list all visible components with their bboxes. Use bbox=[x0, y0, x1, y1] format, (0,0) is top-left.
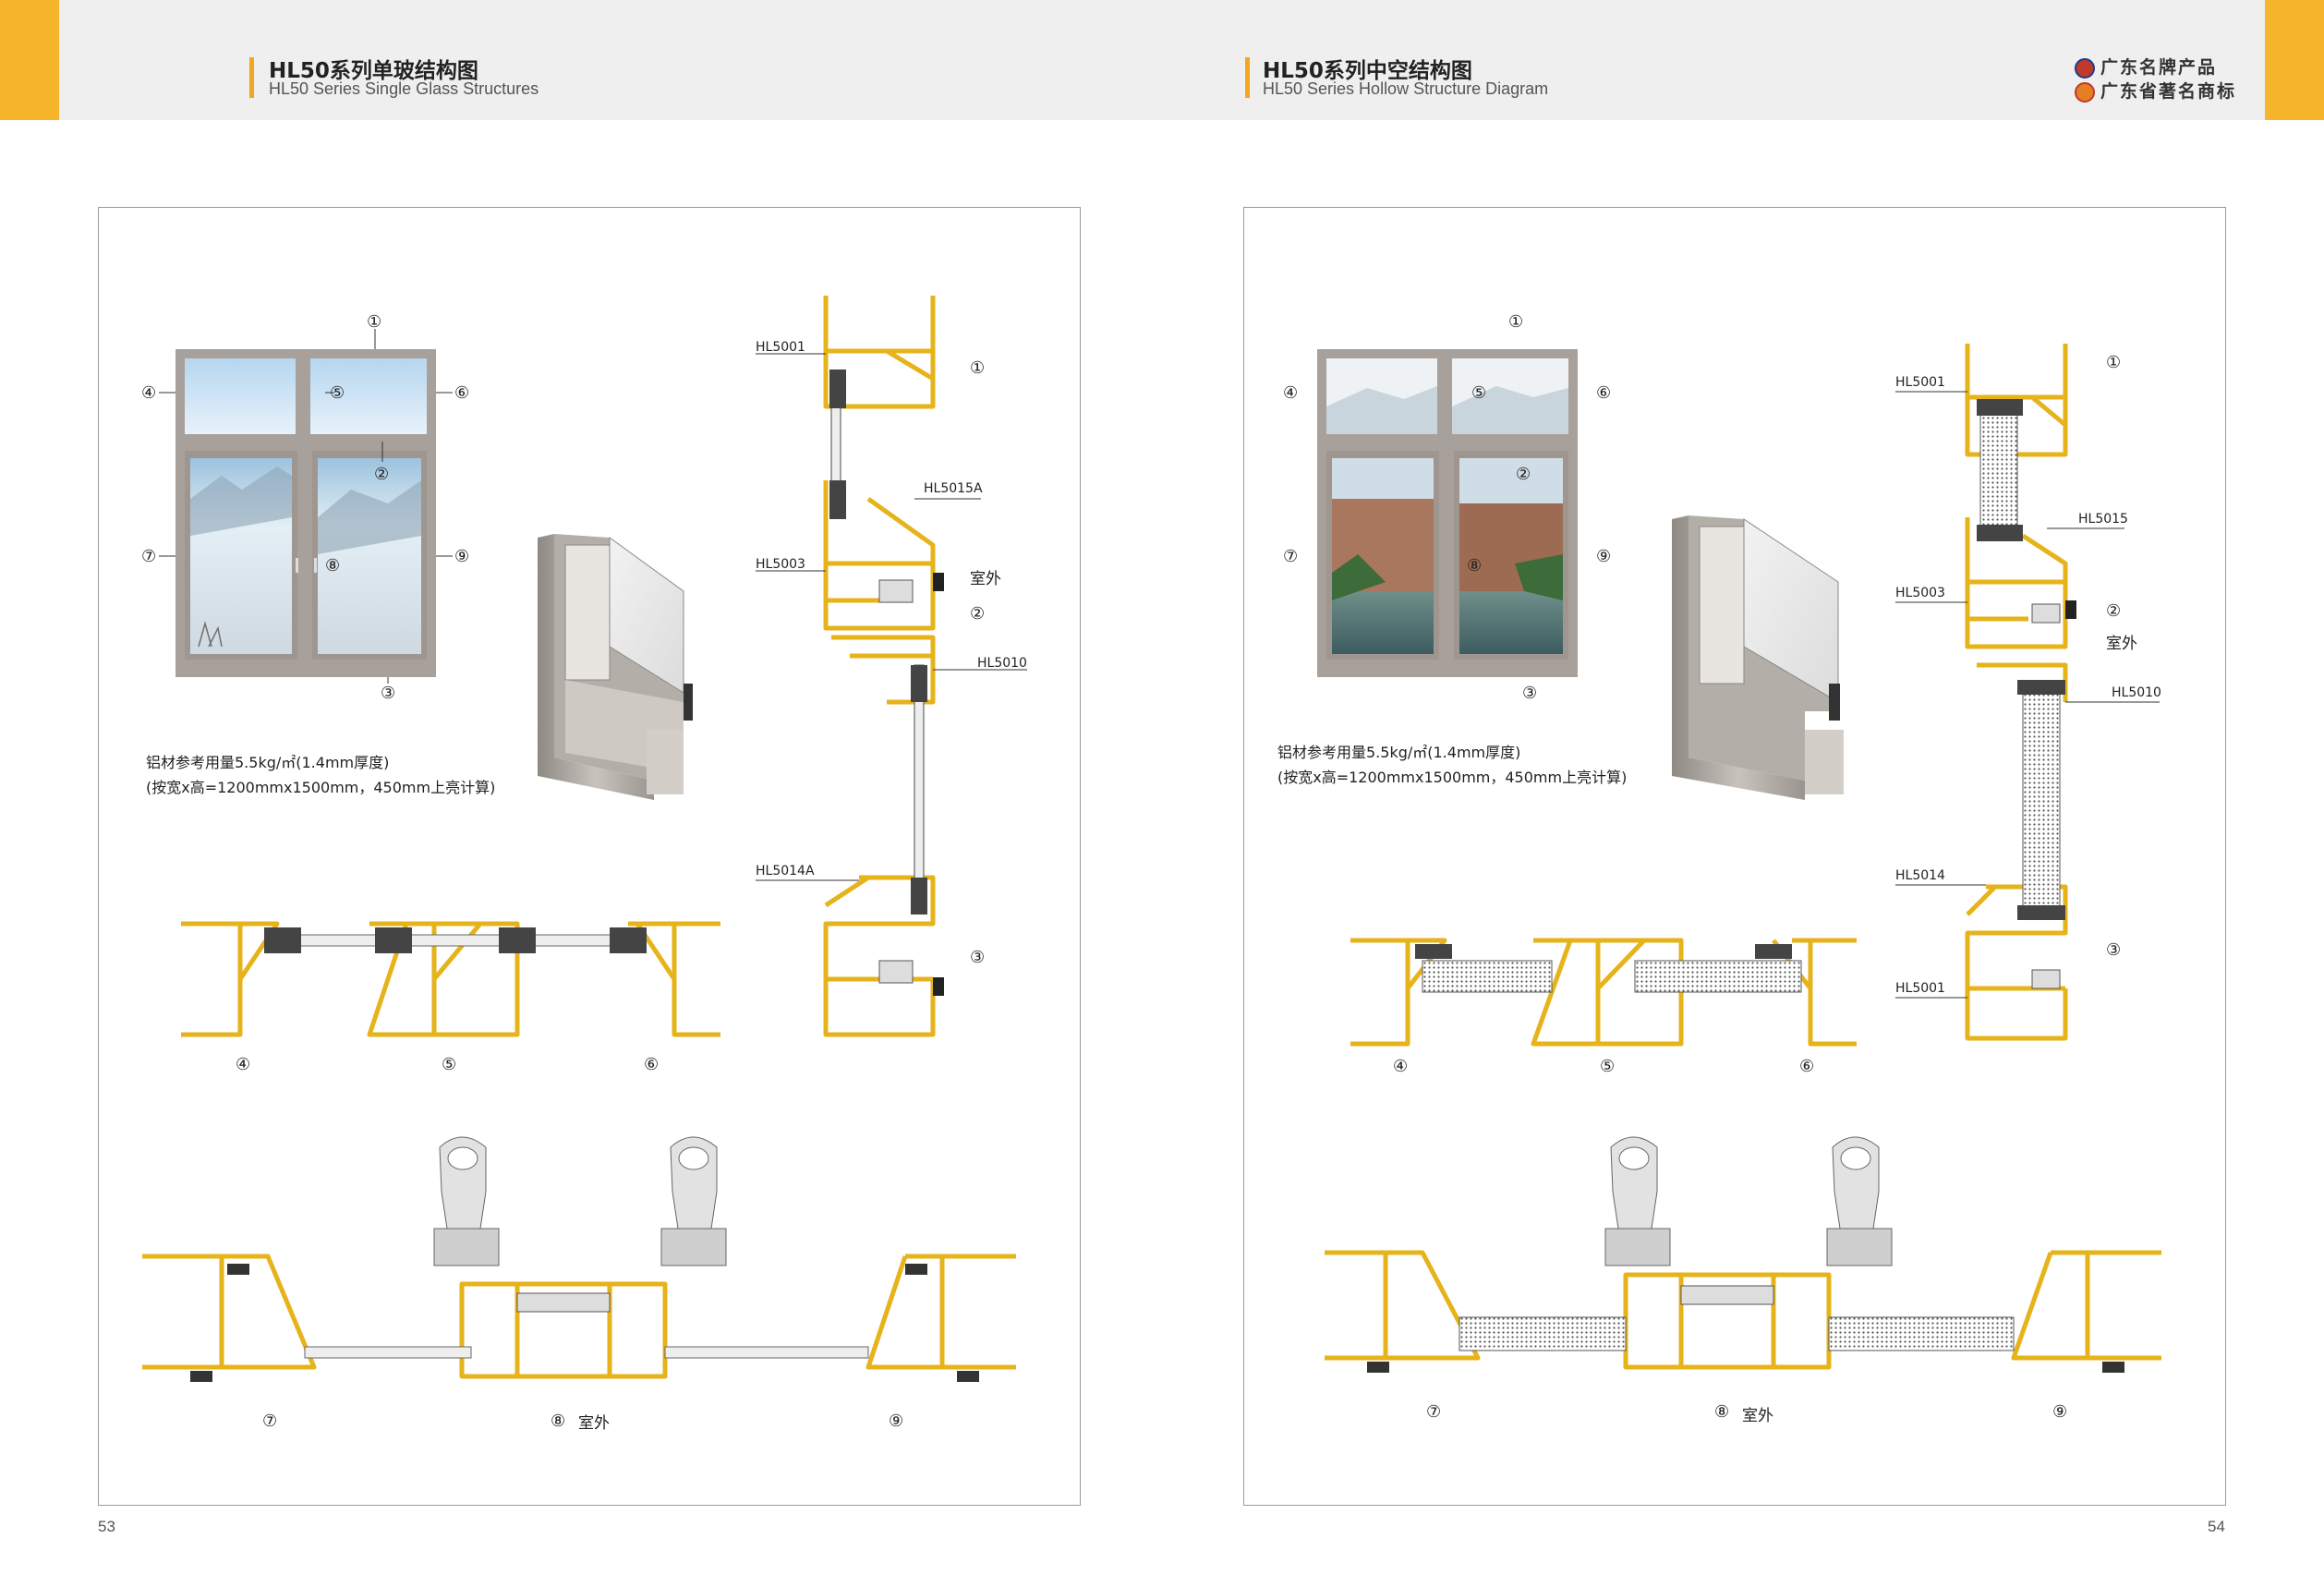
label-8: ⑧ bbox=[1714, 1402, 1729, 1422]
right-handles bbox=[1604, 1136, 1893, 1266]
left-accent-tab bbox=[0, 0, 59, 120]
left-section-789 bbox=[142, 1254, 1016, 1379]
label-9: ⑨ bbox=[454, 547, 469, 566]
part-label: HL5003 bbox=[756, 557, 805, 572]
part-label: HL5010 bbox=[2112, 685, 2161, 700]
trademark-seal-icon bbox=[2075, 81, 2095, 103]
left-handles bbox=[433, 1136, 727, 1266]
label-3: ③ bbox=[2106, 940, 2121, 960]
part-label: HL5014 bbox=[1895, 868, 1945, 883]
brand-badge-2-text: 广东省著名商标 bbox=[2100, 81, 2237, 102]
label-8: ⑧ bbox=[551, 1411, 565, 1431]
part-label: HL5001 bbox=[1895, 981, 1945, 996]
right-title-cn: HL50系列中空结构图 bbox=[1263, 59, 1472, 83]
label-5: ⑤ bbox=[1471, 383, 1486, 403]
page-number-right: 54 bbox=[2208, 1518, 2225, 1535]
label-5: ⑤ bbox=[330, 383, 345, 403]
label-9: ⑨ bbox=[1596, 547, 1611, 566]
label-2: ② bbox=[970, 604, 985, 624]
right-corner-sample bbox=[1672, 515, 1844, 800]
circled-number-labels: ① ④ ⑤ ⑥ ② ⑦ ⑧ ⑨ ③ ① ② ③ ④ ⑤ ⑥ ⑦ ⑧ ⑨ ① ④ … bbox=[141, 312, 2121, 1431]
left-corner-sample bbox=[538, 534, 693, 800]
brand-seal-icon bbox=[2075, 57, 2095, 79]
label-1: ① bbox=[1508, 312, 1523, 332]
part-label: HL5010 bbox=[977, 656, 1027, 671]
brand-badge-2: 广东省著名商标 bbox=[2075, 78, 2236, 103]
page-number-left: 53 bbox=[98, 1518, 115, 1535]
right-section-456-glass bbox=[1415, 944, 1802, 993]
part-code-labels: HL5001 HL5015A HL5003 HL5010 HL5014A HL5… bbox=[756, 340, 2161, 996]
part-label: HL5001 bbox=[1895, 375, 1945, 390]
left-section-789-glass bbox=[190, 1264, 979, 1382]
left-section-456 bbox=[181, 921, 720, 1037]
label-9: ⑨ bbox=[2052, 1402, 2067, 1422]
label-4: ④ bbox=[1283, 383, 1298, 403]
header-band bbox=[0, 0, 2324, 120]
right-section-789-glass bbox=[1367, 1285, 2124, 1373]
label-5: ⑤ bbox=[442, 1055, 456, 1074]
label-7: ⑦ bbox=[141, 547, 156, 566]
outdoor-label: 室外 bbox=[970, 570, 1001, 588]
label-4: ④ bbox=[141, 383, 156, 403]
label-1: ① bbox=[367, 312, 381, 332]
right-accent-tab bbox=[2265, 0, 2324, 120]
left-vertical-section bbox=[823, 296, 936, 1037]
part-label: HL5015 bbox=[2078, 512, 2128, 527]
left-title-en: HL50 Series Single Glass Structures bbox=[269, 79, 539, 98]
label-4: ④ bbox=[1393, 1057, 1408, 1076]
right-title-marker bbox=[1245, 57, 1250, 98]
label-5: ⑤ bbox=[1600, 1057, 1615, 1076]
label-6: ⑥ bbox=[454, 383, 469, 403]
left-title-marker bbox=[249, 57, 254, 98]
label-8: ⑧ bbox=[1467, 556, 1482, 575]
label-7: ⑦ bbox=[1283, 547, 1298, 566]
label-9: ⑨ bbox=[889, 1411, 903, 1431]
label-7: ⑦ bbox=[1426, 1402, 1441, 1422]
left-window-elevation bbox=[176, 349, 436, 677]
label-3: ③ bbox=[381, 684, 395, 703]
right-section-leaders bbox=[1895, 391, 2160, 999]
right-window-elevation bbox=[1317, 349, 1578, 677]
right-title-en: HL50 Series Hollow Structure Diagram bbox=[1263, 79, 1549, 98]
left-section-leaders bbox=[756, 353, 1027, 881]
left-section-glass bbox=[829, 369, 944, 996]
label-3: ③ bbox=[970, 948, 985, 967]
outdoor-label: 室外 bbox=[578, 1414, 610, 1433]
right-note-line2: (按宽x高=1200mmx1500mm，450mm上亮计算) bbox=[1277, 769, 1628, 786]
label-4: ④ bbox=[236, 1055, 250, 1074]
label-7: ⑦ bbox=[262, 1411, 277, 1431]
left-title-cn: HL50系列单玻结构图 bbox=[269, 59, 478, 83]
part-label: HL5001 bbox=[756, 340, 805, 355]
label-6: ⑥ bbox=[644, 1055, 659, 1074]
left-note-line1: 铝材参考用量5.5kg/㎡(1.4mm厚度) bbox=[146, 754, 390, 771]
label-2: ② bbox=[374, 465, 389, 484]
label-6: ⑥ bbox=[1799, 1057, 1814, 1076]
brand-badge-1-text: 广东名牌产品 bbox=[2100, 57, 2218, 78]
right-note-line1: 铝材参考用量5.5kg/㎡(1.4mm厚度) bbox=[1277, 744, 1521, 761]
outdoor-labels: 室外 室外 室外 室外 bbox=[578, 570, 2137, 1433]
left-section-456-glass bbox=[264, 927, 647, 953]
label-1: ① bbox=[970, 358, 985, 378]
right-section-insulated-glass bbox=[1977, 399, 2076, 989]
part-label: HL5003 bbox=[1895, 586, 1945, 600]
left-material-note: 铝材参考用量5.5kg/㎡(1.4mm厚度) (按宽x高=1200mmx1500… bbox=[146, 750, 495, 800]
part-label: HL5014A bbox=[756, 864, 815, 878]
label-2: ② bbox=[1516, 465, 1531, 484]
left-note-line2: (按宽x高=1200mmx1500mm，450mm上亮计算) bbox=[146, 779, 496, 796]
left-elevation-callouts bbox=[159, 329, 453, 684]
outdoor-label: 室外 bbox=[1742, 1407, 1773, 1425]
label-6: ⑥ bbox=[1596, 383, 1611, 403]
label-8: ⑧ bbox=[325, 556, 340, 575]
label-1: ① bbox=[2106, 353, 2121, 372]
right-section-789 bbox=[1325, 1250, 2161, 1370]
part-label: HL5015A bbox=[924, 481, 983, 496]
right-material-note: 铝材参考用量5.5kg/㎡(1.4mm厚度) (按宽x高=1200mmx1500… bbox=[1277, 740, 1627, 790]
outdoor-label: 室外 bbox=[2106, 635, 2137, 653]
label-2: ② bbox=[2106, 601, 2121, 621]
label-3: ③ bbox=[1522, 684, 1537, 703]
brand-badge-1: 广东名牌产品 bbox=[2075, 54, 2217, 79]
